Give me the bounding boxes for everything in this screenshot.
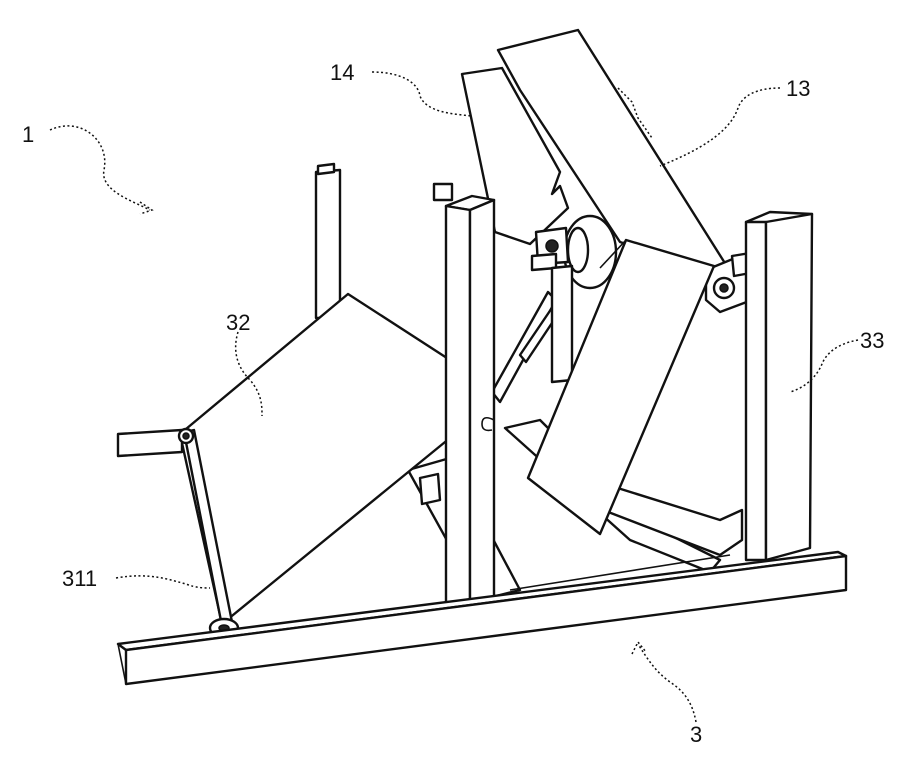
rear-left-post (316, 164, 340, 318)
label-3: 3 (690, 722, 702, 747)
label-33: 33 (860, 328, 884, 353)
label-14: 14 (330, 60, 354, 85)
label-1: 1 (22, 122, 34, 147)
label-32: 32 (226, 310, 250, 335)
label-13: 13 (786, 76, 810, 101)
label-311: 311 (62, 566, 97, 591)
right-post-33 (746, 212, 812, 560)
